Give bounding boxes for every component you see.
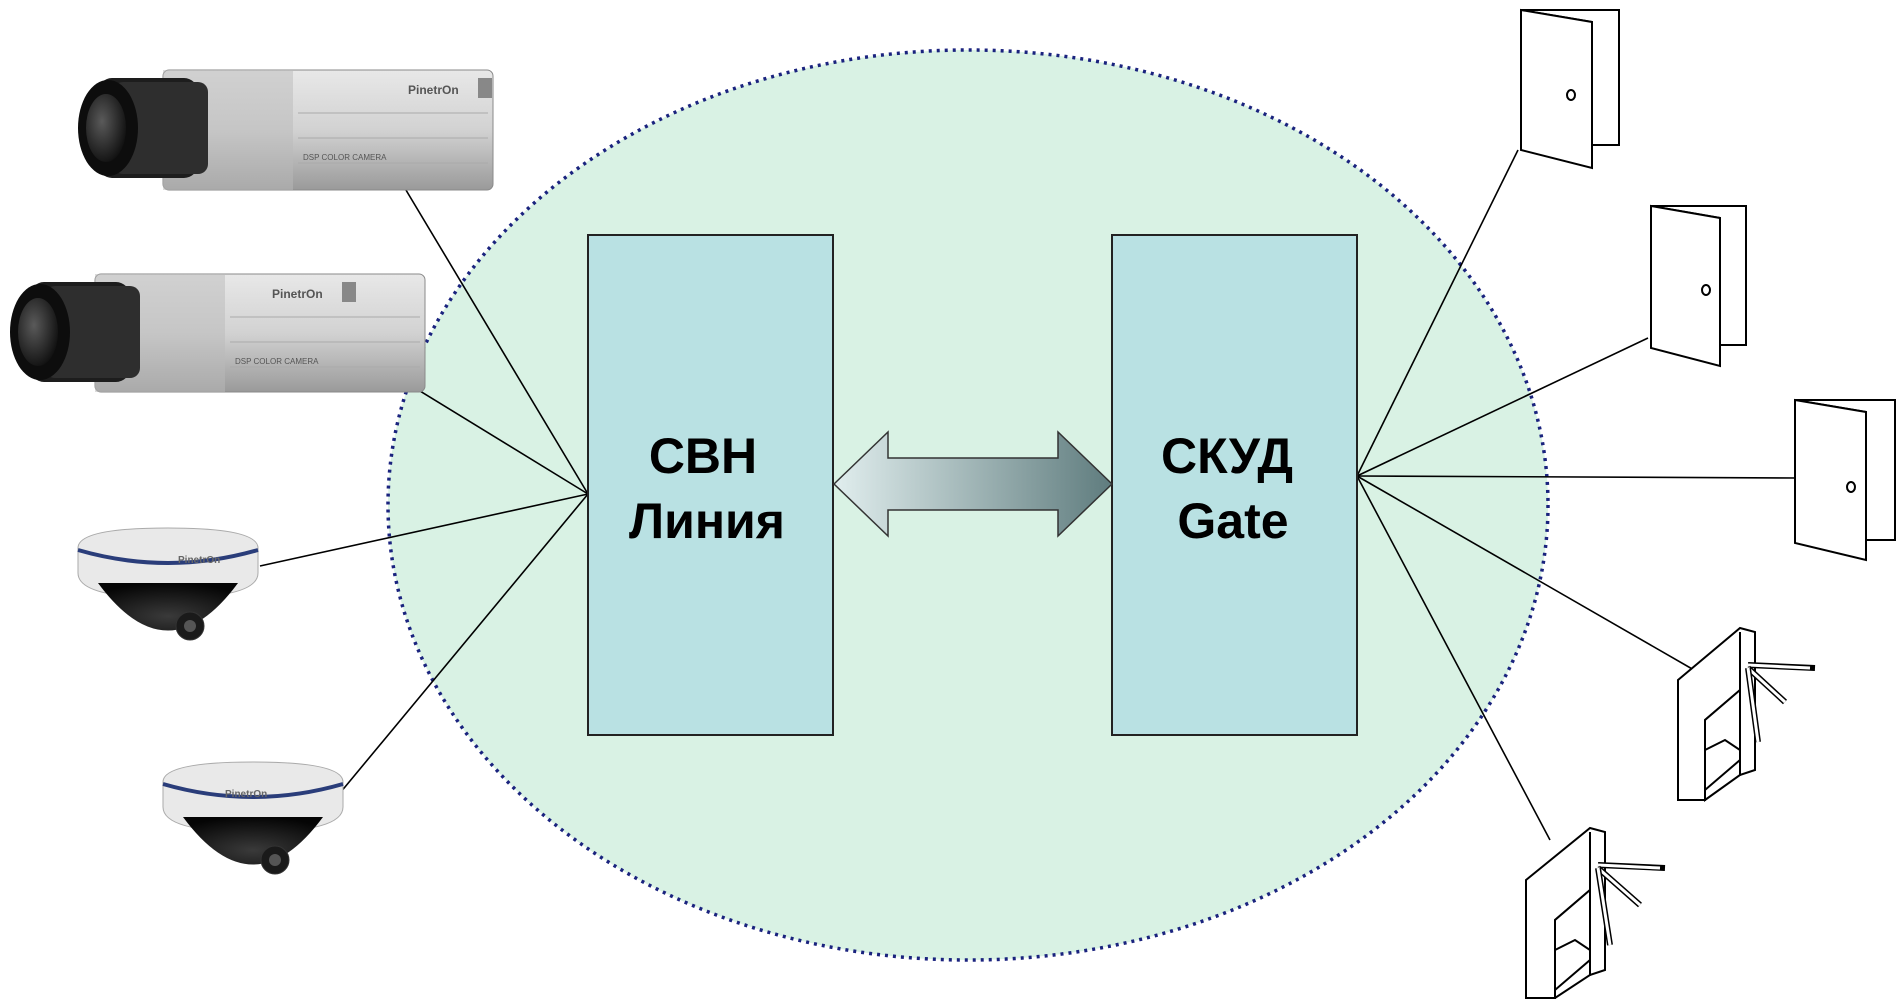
door-icon bbox=[1794, 398, 1896, 562]
skud-label-line2: Gate bbox=[1177, 493, 1288, 549]
skud-label-line1: СКУД bbox=[1161, 428, 1293, 484]
door-icon bbox=[1520, 8, 1620, 170]
door-icon bbox=[1650, 204, 1747, 368]
cvn-label-line2: Линия bbox=[629, 493, 785, 549]
cvn-label-line1: СВН bbox=[649, 428, 757, 484]
dome-camera-icon: PinetrOn bbox=[77, 527, 259, 641]
skud-system-box: СКУД Gate bbox=[1111, 234, 1358, 736]
camera-caption-text: DSP COLOR CAMERA bbox=[235, 357, 319, 366]
connection-line bbox=[1356, 149, 1519, 477]
connection-line bbox=[339, 493, 589, 794]
box-camera-icon: PinetrOn DSP COLOR CAMERA bbox=[78, 69, 494, 191]
turnstile-icon bbox=[1525, 826, 1666, 999]
dome-camera-icon: PinetrOn bbox=[162, 761, 344, 875]
connection-line bbox=[1356, 475, 1695, 671]
camera-brand-text: PinetrOn bbox=[272, 287, 323, 301]
camera-caption-text: DSP COLOR CAMERA bbox=[303, 153, 387, 162]
connection-line bbox=[381, 149, 589, 495]
cvn-system-box: СВН Линия bbox=[587, 234, 834, 736]
box-camera-icon: PinetrOn DSP COLOR CAMERA bbox=[10, 273, 426, 393]
access-connections bbox=[1356, 149, 1801, 841]
connection-line bbox=[1356, 475, 1801, 479]
bidirectional-arrow bbox=[832, 430, 1114, 538]
camera-brand-text: PinetrOn bbox=[225, 789, 267, 800]
camera-brand-text: PinetrOn bbox=[408, 83, 459, 97]
connection-line bbox=[1356, 337, 1649, 477]
connection-line bbox=[1356, 475, 1551, 841]
turnstile-icon bbox=[1677, 626, 1816, 802]
connection-line bbox=[259, 493, 589, 567]
camera-brand-text: PinetrOn bbox=[178, 555, 220, 566]
